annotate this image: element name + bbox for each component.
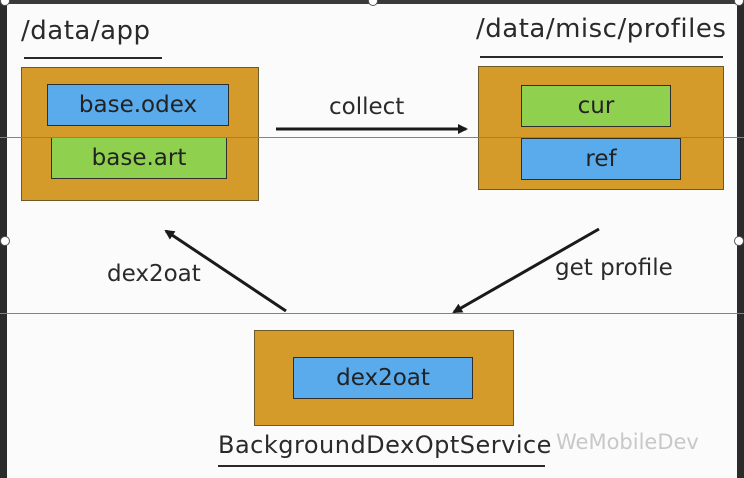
- base-art-file[interactable]: base.art: [51, 137, 227, 179]
- data-app-label: /data/app: [21, 16, 151, 46]
- resize-handle-left[interactable]: [0, 236, 10, 246]
- service-container[interactable]: dex2oat: [254, 330, 514, 426]
- data-app-underline: [24, 57, 162, 59]
- profiles-container[interactable]: cur ref: [478, 66, 724, 190]
- get-profile-arrow: [452, 227, 600, 314]
- get-profile-edge-label: get profile: [555, 255, 673, 281]
- dex2oat-process[interactable]: dex2oat: [293, 357, 473, 399]
- ref-profile[interactable]: ref: [521, 138, 681, 180]
- service-label: BackgroundDexOptService: [218, 431, 552, 459]
- resize-handle-top[interactable]: [368, 0, 378, 6]
- base-odex-file[interactable]: base.odex: [47, 84, 229, 126]
- dex2oat-arrow: [164, 229, 287, 313]
- resize-handle-right[interactable]: [734, 236, 744, 246]
- profiles-underline: [480, 56, 723, 58]
- watermark: WeMobileDev: [556, 430, 699, 454]
- collect-edge-label: collect: [329, 94, 405, 120]
- horizontal-guide-bottom: [0, 313, 744, 314]
- service-underline: [218, 465, 545, 467]
- profiles-label: /data/misc/profiles: [476, 14, 727, 44]
- cur-profile[interactable]: cur: [521, 85, 671, 127]
- resize-handle-top-left[interactable]: [0, 0, 10, 6]
- data-app-container[interactable]: base.odex base.art: [21, 67, 259, 201]
- horizontal-guide-top: [0, 137, 744, 138]
- dex2oat-edge-label: dex2oat: [107, 261, 201, 287]
